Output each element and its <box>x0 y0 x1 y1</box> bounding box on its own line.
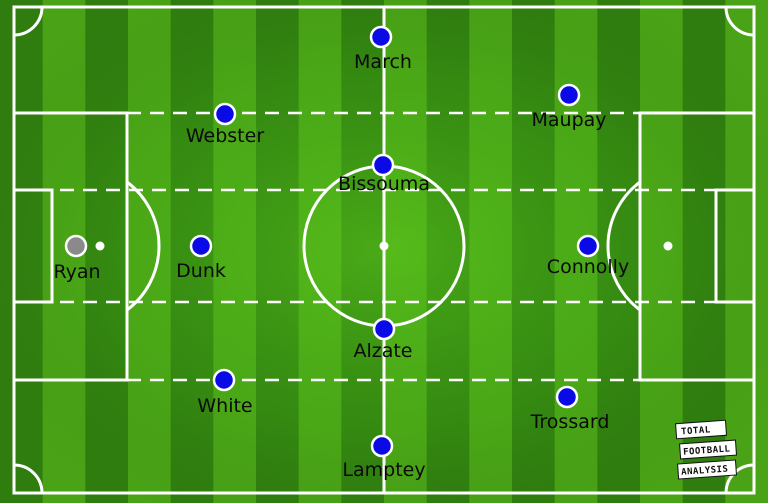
left-goal-area <box>12 188 54 304</box>
dashed-lane-lines <box>14 111 754 382</box>
player-white: White <box>197 368 253 417</box>
player-marker-dunk <box>189 234 213 258</box>
player-marker-march <box>369 25 393 49</box>
player-label-ryan: Ryan <box>53 261 100 283</box>
player-marker-white <box>212 368 236 392</box>
player-marker-webster <box>213 102 237 126</box>
player-bissouma: Bissouma <box>338 153 430 195</box>
player-marker-ryan <box>64 234 88 258</box>
player-label-lamptey: Lamptey <box>342 459 425 481</box>
logo-box-3 <box>677 459 738 480</box>
player-dunk: Dunk <box>176 234 226 282</box>
player-label-alzate: Alzate <box>353 340 412 362</box>
right-penalty-spot <box>663 241 673 251</box>
left-penalty-arc <box>126 180 161 312</box>
corner-arc-bottom-left <box>13 463 44 494</box>
player-marker-trossard <box>555 385 579 409</box>
player-trossard: Trossard <box>530 385 610 433</box>
player-label-march: March <box>354 51 412 73</box>
player-label-white: White <box>197 395 252 417</box>
logo-line-2: FOOTBALL <box>683 444 731 457</box>
centre-spot <box>379 241 389 251</box>
player-marker-bissouma <box>371 153 395 177</box>
player-lamptey: Lamptey <box>342 434 426 481</box>
player-label-bissouma: Bissouma <box>338 173 430 195</box>
player-march: March <box>354 25 412 73</box>
player-maupay: Maupay <box>531 83 607 131</box>
player-marker-lamptey <box>370 434 394 458</box>
player-alzate: Alzate <box>353 317 413 362</box>
player-marker-connolly <box>576 234 600 258</box>
player-label-dunk: Dunk <box>176 260 226 282</box>
player-label-connolly: Connolly <box>547 256 629 278</box>
player-marker-maupay <box>557 83 581 107</box>
player-label-webster: Webster <box>186 125 264 147</box>
player-webster: Webster <box>186 102 264 147</box>
player-marker-alzate <box>372 317 396 341</box>
player-connolly: Connolly <box>547 234 629 278</box>
logo-box-1 <box>675 419 728 440</box>
logo-line-1: TOTAL <box>681 425 711 437</box>
right-penalty-arc <box>606 180 641 312</box>
total-football-analysis-logo: TOTAL FOOTBALL ANALYSIS <box>675 419 738 480</box>
pitch-spots <box>95 241 673 251</box>
player-ryan: Ryan <box>53 234 101 283</box>
corner-arc-top-left <box>13 6 44 37</box>
corner-arc-top-right <box>724 6 755 37</box>
left-penalty-spot <box>95 241 105 251</box>
logo-line-3: ANALYSIS <box>681 465 729 478</box>
logo-box-2 <box>679 439 738 460</box>
player-label-trossard: Trossard <box>530 411 610 433</box>
player-label-maupay: Maupay <box>531 109 606 131</box>
